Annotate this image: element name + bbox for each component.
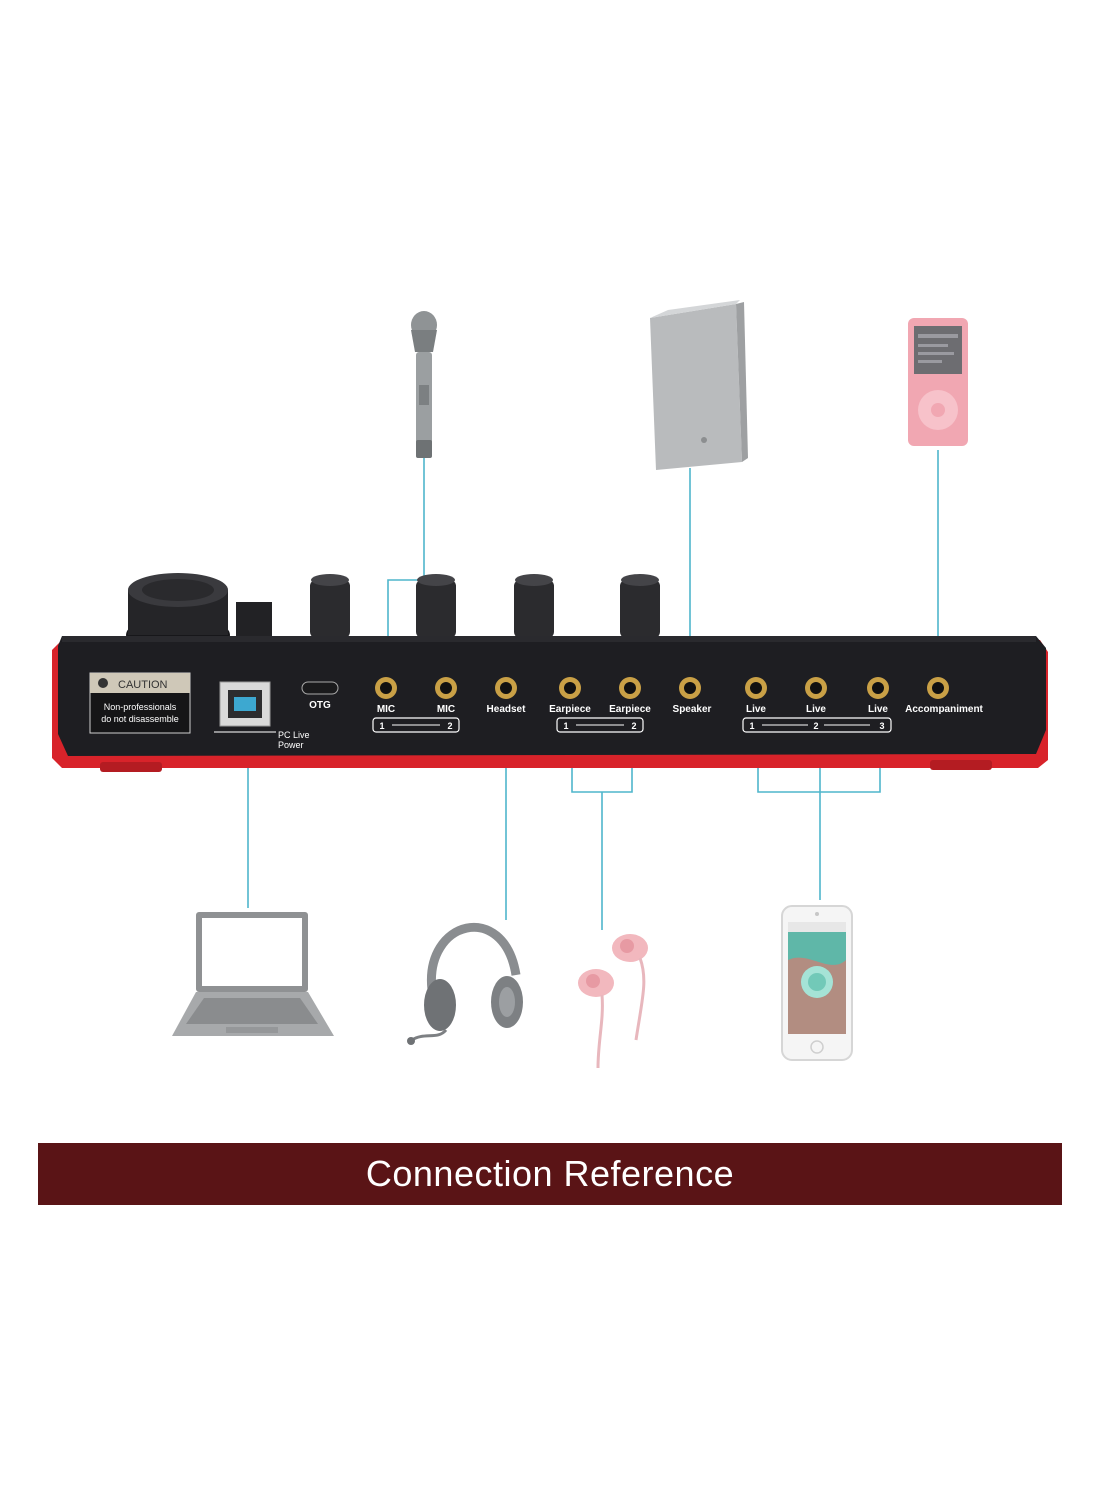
caution-heading: CAUTION [118,679,168,691]
speaker-icon [650,300,748,470]
title-banner: Connection Reference [38,1143,1062,1205]
earpiece-group-bracket: 1 2 [556,717,644,733]
mic-2-label: MIC [437,704,455,715]
earpiece-jack-2: Earpiece [609,677,651,715]
earpiece-group-num-1: 1 [563,721,568,731]
otg-label: OTG [309,700,331,711]
live-group-num-2: 2 [813,721,818,731]
live-jack-1: Live [745,677,767,715]
earpiece-1-label: Earpiece [549,704,591,715]
live-2-label: Live [806,704,826,715]
usb-b-port: PC Live Power [214,681,310,750]
audio-jacks: MIC MIC Headset Earpiece Earpiece Speake… [375,677,984,715]
caution-line-2: do not disassemble [101,714,179,724]
headset-jack: Headset [487,677,527,715]
live-3-label: Live [868,704,888,715]
live-jack-3: Live [867,677,889,715]
small-knob [416,574,456,638]
small-knob [620,574,660,638]
caution-label: CAUTION Non-professionals do not disasse… [89,672,191,734]
microphone-icon [411,311,437,458]
accompaniment-jack: Accompaniment [905,677,984,715]
earpiece-2-label: Earpiece [609,704,651,715]
music-player-icon [908,318,968,446]
mic-jack-1: MIC [375,677,397,715]
speaker-jack: Speaker [673,677,712,715]
mic-group-num-1: 1 [379,721,384,731]
small-knob [514,574,554,638]
speaker-label: Speaker [673,704,712,715]
mic-1-label: MIC [377,704,395,715]
mic-group-bracket: 1 2 [372,717,460,733]
earphones-icon [578,934,648,1069]
power-label: Power [278,740,304,750]
live-1-label: Live [746,704,766,715]
laptop-icon [172,912,334,1036]
accompaniment-label: Accompaniment [905,704,983,715]
earpiece-jack-1: Earpiece [549,677,591,715]
live-group-bracket: 1 2 3 [742,717,892,733]
caution-line-1: Non-professionals [104,702,177,712]
earpiece-group-num-2: 2 [631,721,636,731]
small-knob [310,574,350,638]
live-jack-2: Live [805,677,827,715]
live-group-num-1: 1 [749,721,754,731]
mic-jack-2: MIC [435,677,457,715]
live-group-num-3: 3 [879,721,884,731]
banner-title: Connection Reference [365,1153,735,1194]
sound-card-device: CAUTION Non-professionals do not disasse… [52,573,1048,772]
smartphone-icon [781,905,853,1061]
headphones-icon [407,922,523,1045]
pc-live-label: PC Live [278,730,310,740]
headset-label: Headset [487,704,527,715]
otg-port: OTG [301,681,339,711]
mic-group-num-2: 2 [447,721,452,731]
